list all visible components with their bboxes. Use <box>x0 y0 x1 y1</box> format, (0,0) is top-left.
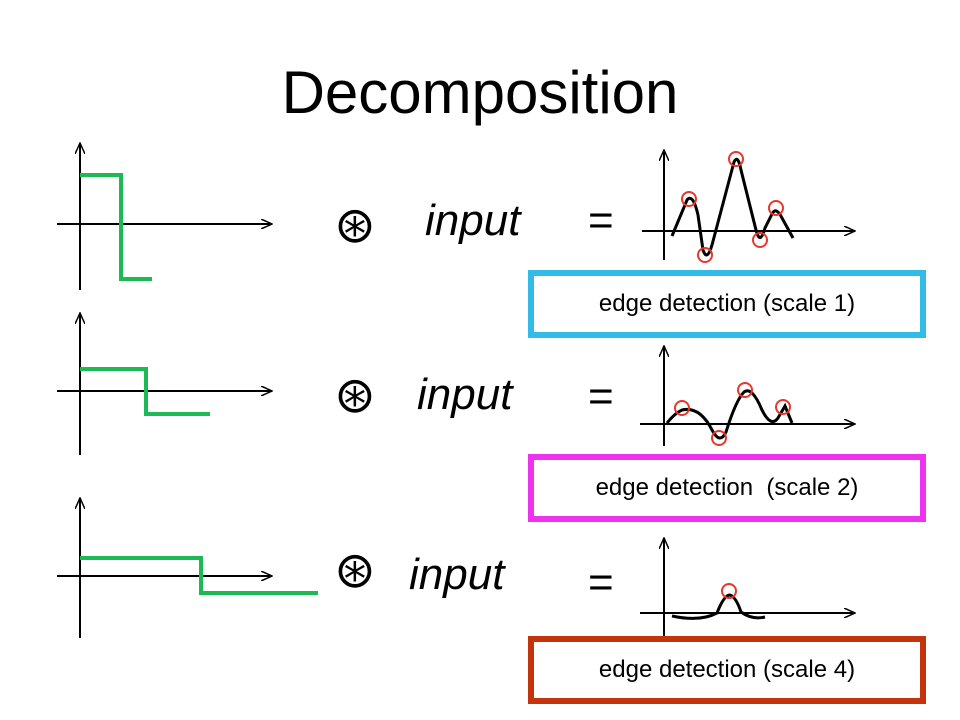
peak-marker <box>752 232 768 248</box>
input-label: input <box>409 550 505 599</box>
filter-plot-scale-1 <box>57 143 272 290</box>
equals-sign: = <box>588 196 614 245</box>
response-curve <box>665 389 794 440</box>
peak-marker <box>721 583 737 599</box>
peak-marker <box>768 200 784 216</box>
input-label: input <box>417 370 513 419</box>
caption-scale-4: edge detection (scale 4) <box>528 636 926 704</box>
peak-marker <box>697 247 713 263</box>
output-plot-scale-4 <box>640 538 855 636</box>
output-plot-scale-2 <box>640 346 855 446</box>
caption-scale-1: edge detection (scale 1) <box>528 270 926 338</box>
peak-marker <box>775 399 791 415</box>
convolution-symbol: ⊛ <box>334 196 376 254</box>
response-curve <box>671 593 766 620</box>
filter-plot-scale-4 <box>57 498 318 638</box>
response-curve <box>670 157 795 257</box>
equals-sign: = <box>588 558 614 607</box>
convolution-symbol: ⊛ <box>334 541 376 599</box>
equals-sign: = <box>588 372 614 421</box>
filter-waveform <box>80 367 210 416</box>
output-plot-scale-1 <box>642 150 855 263</box>
peak-marker <box>681 191 697 207</box>
caption-scale-2: edge detection (scale 2) <box>528 454 926 522</box>
peak-marker <box>674 400 690 416</box>
input-label: input <box>425 196 521 245</box>
filter-plot-scale-2 <box>57 313 272 455</box>
filter-waveform <box>80 556 318 595</box>
filter-waveform <box>80 173 152 281</box>
peak-marker <box>711 430 727 446</box>
peak-marker <box>737 382 753 398</box>
peak-marker <box>728 151 744 167</box>
convolution-symbol: ⊛ <box>334 366 376 424</box>
page-title: Decomposition <box>281 59 679 126</box>
